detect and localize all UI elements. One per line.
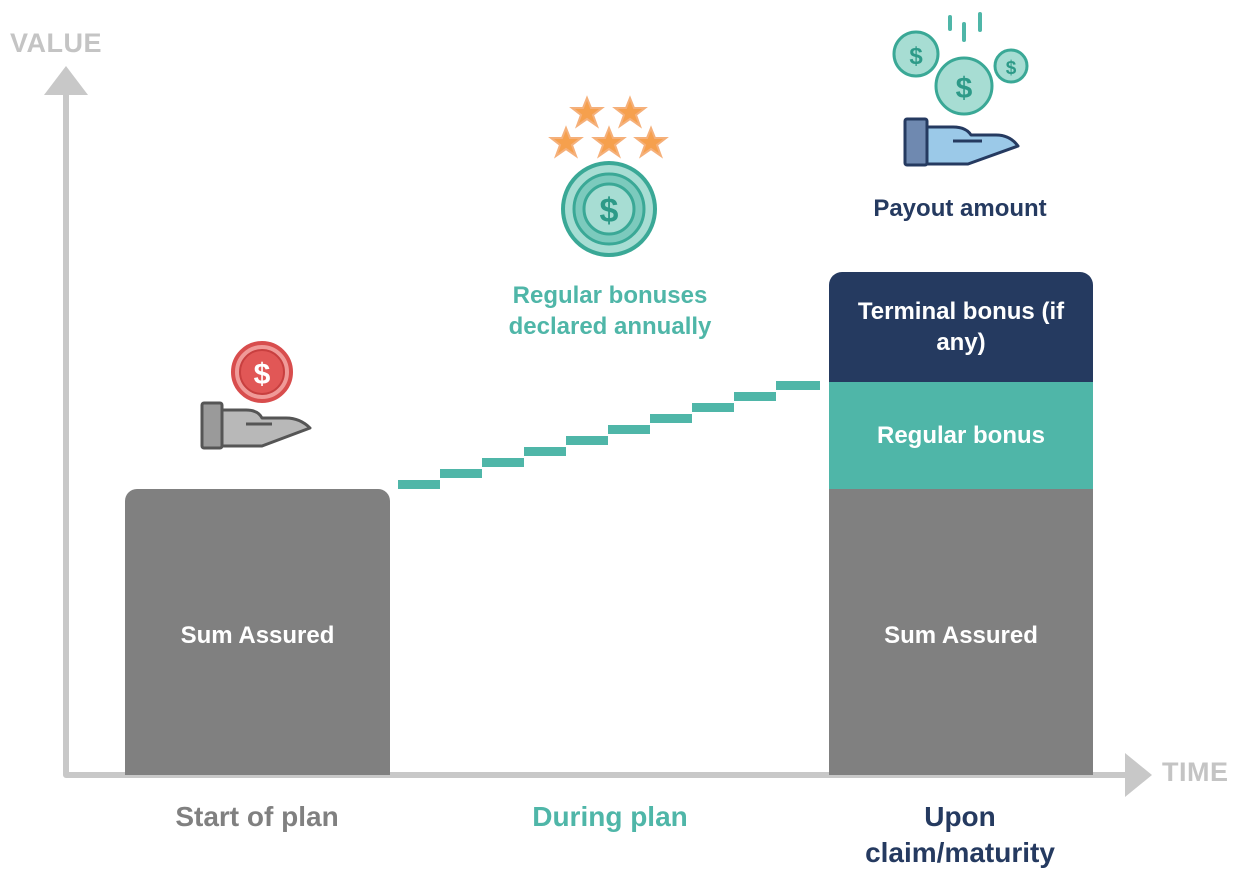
- phase-start-of-plan: Start of plan: [175, 801, 339, 832]
- svg-text:$: $: [1006, 58, 1017, 79]
- y-axis-label: VALUE: [10, 28, 103, 58]
- phase-during-plan: During plan: [532, 801, 688, 832]
- regular-bonus-segment: Regular bonus: [829, 382, 1093, 489]
- sum-assured-segment: Sum Assured: [829, 489, 1093, 775]
- payout-stack: Terminal bonus (if any) Regular bonus Su…: [829, 272, 1093, 775]
- sum-assured-label-start: Sum Assured: [180, 621, 335, 649]
- sum-assured-block-start: Sum Assured: [125, 489, 390, 775]
- svg-text:$: $: [956, 72, 973, 105]
- svg-text:$: $: [600, 192, 619, 230]
- terminal-bonus-label: Terminal bonus (if any): [857, 298, 1065, 356]
- payout-amount-caption: Payout amount: [873, 195, 1047, 222]
- x-axis-label: TIME: [1162, 757, 1229, 787]
- sum-assured-label-end: Sum Assured: [884, 621, 1038, 649]
- regular-bonus-label: Regular bonus: [876, 422, 1045, 449]
- terminal-bonus-segment: Terminal bonus (if any): [829, 272, 1093, 382]
- phase-upon-claim-maturity: Upon claim/maturity: [865, 801, 1055, 868]
- regular-bonuses-caption: Regular bonuses declared annually: [508, 282, 712, 340]
- svg-text:$: $: [254, 358, 271, 391]
- svg-text:$: $: [909, 43, 923, 70]
